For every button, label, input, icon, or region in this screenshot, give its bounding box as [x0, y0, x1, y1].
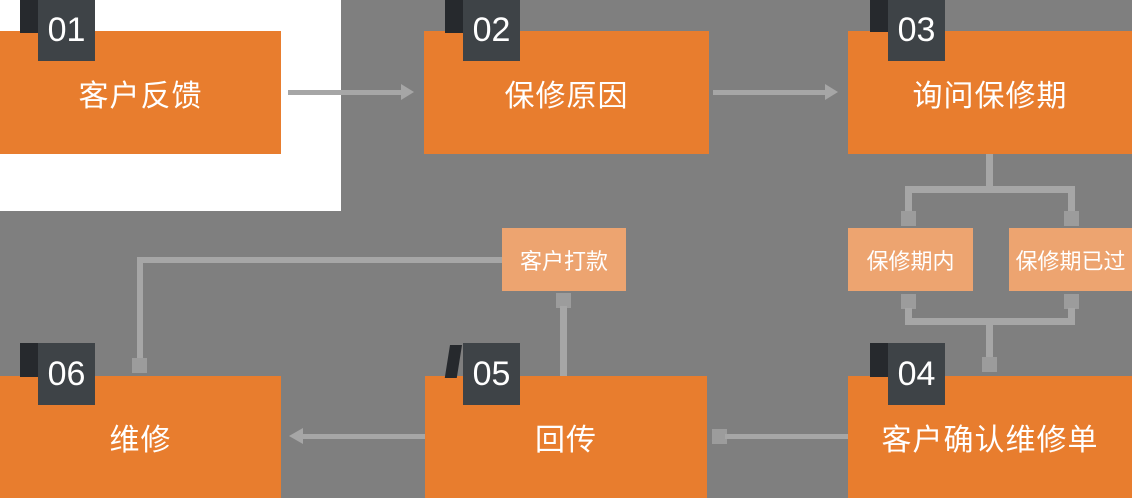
step-number-badge-04: 04 — [870, 343, 945, 405]
connector-node — [712, 429, 727, 444]
connector-step2-step3 — [713, 90, 825, 95]
arrow-right-icon — [401, 84, 414, 100]
branch-box-within-warranty: 保修期内 — [848, 228, 973, 291]
connector-step5-step6 — [303, 434, 425, 439]
connector-step1-step2 — [288, 90, 401, 95]
connector-node — [901, 211, 916, 226]
connector-split-left-drop — [905, 186, 912, 212]
connector-node — [901, 294, 916, 309]
branch-label: 保修期内 — [866, 248, 955, 274]
connector-step3-split-bar — [905, 186, 1075, 193]
badge-fold-icon — [20, 343, 38, 377]
step-label: 客户反馈 — [78, 79, 203, 113]
step-label: 询问保修期 — [912, 79, 1068, 113]
connector-merge-left-drop — [905, 308, 912, 325]
step-number: 01 — [47, 11, 86, 49]
connector-node — [1064, 294, 1079, 309]
step-box-customer-feedback: 客户反馈 — [0, 31, 281, 154]
step-number-badge-03: 03 — [870, 0, 945, 61]
step-label: 保修原因 — [504, 79, 629, 113]
connector-step4-step5 — [725, 434, 848, 439]
connector-merge-right-drop — [1068, 308, 1075, 325]
connector-node — [982, 357, 997, 372]
badge-fold-icon — [870, 0, 888, 32]
step-number-badge-06: 06 — [20, 343, 95, 405]
connector-payment-vertical — [137, 257, 143, 360]
step-number: 06 — [47, 354, 86, 393]
arrow-left-icon — [289, 428, 303, 444]
connector-node — [556, 293, 571, 308]
step-label: 回传 — [535, 424, 597, 457]
connector-split-right-drop — [1068, 186, 1075, 212]
step-number-badge-05: 05 — [444, 343, 520, 405]
connector-step3-split-stem — [986, 154, 993, 190]
step-number-badge-02: 02 — [445, 0, 520, 61]
branch-box-warranty-expired: 保修期已过 — [1009, 228, 1132, 291]
step-label: 客户确认维修单 — [881, 424, 1099, 457]
connector-step5-payment — [560, 306, 567, 377]
branch-label: 保修期已过 — [1015, 248, 1126, 274]
badge-fold-icon — [444, 345, 462, 378]
badge-fold-icon — [20, 0, 38, 33]
step-number: 02 — [472, 11, 511, 49]
step-number: 04 — [897, 354, 936, 393]
badge-fold-icon — [445, 0, 463, 33]
step-number-badge-01: 01 — [20, 0, 95, 61]
arrow-right-icon — [825, 84, 838, 100]
step-label: 维修 — [109, 424, 172, 457]
badge-fold-icon — [870, 343, 888, 377]
connector-merge-stem — [986, 318, 993, 360]
connector-node — [1064, 211, 1079, 226]
step-number: 03 — [897, 11, 936, 49]
payment-box-customer-payment: 客户打款 — [502, 228, 626, 291]
payment-label: 客户打款 — [519, 248, 608, 274]
connector-payment-horizontal — [137, 257, 502, 263]
step-number: 05 — [472, 354, 511, 393]
connector-node — [132, 358, 147, 373]
